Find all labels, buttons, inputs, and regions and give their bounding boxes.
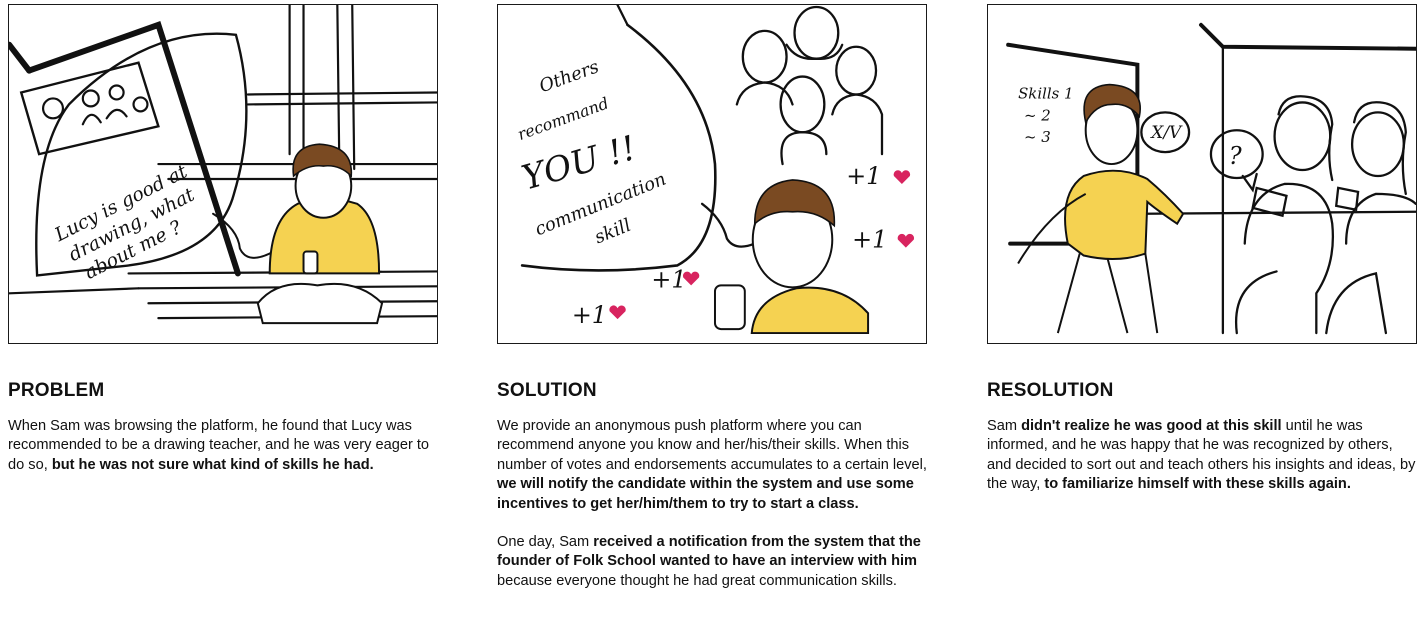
resolution-illustration: Skills 1 ~ 2 ~ 3 X/V ? xyxy=(987,4,1417,344)
text-run: until he was informed, and he was happy … xyxy=(987,418,1416,493)
bold-text: didn't realize he was good at this skill xyxy=(1021,418,1282,434)
text-run: When Sam was browsing the platform, he f… xyxy=(8,418,430,473)
solution-heading: SOLUTION xyxy=(497,380,597,401)
bold-text: received a notification from the system … xyxy=(497,534,921,570)
bold-text: we will notify the candidate within the … xyxy=(497,476,914,512)
plus-one-label: +1 xyxy=(572,301,607,329)
paragraph: Sam didn't realize he was good at this s… xyxy=(987,417,1419,495)
text-run: One day, Sam xyxy=(497,534,594,551)
solution-sketch: Others recommand YOU !! communication sk… xyxy=(515,5,915,335)
resolution-speech-xv: X/V xyxy=(1149,122,1183,142)
solution-section: SOLUTION We provide an anonymous push pl… xyxy=(497,380,929,591)
problem-sketch: Lucy is good at drawing, what about me ? xyxy=(9,5,437,325)
plus-one-label: +1 xyxy=(852,226,887,254)
plus-one-label: +1 xyxy=(651,265,686,293)
problem-section: PROBLEM When Sam was browsing the platfo… xyxy=(8,380,440,475)
resolution-heading: RESOLUTION xyxy=(987,380,1114,401)
resolution-board-line-3: ~ 3 xyxy=(1024,128,1051,146)
solution-text-others: Others xyxy=(537,56,602,97)
paragraph: One day, Sam received a notification fro… xyxy=(497,533,929,591)
text-run: Sam xyxy=(987,418,1022,434)
bold-text: to familiarize himself with these skills… xyxy=(1044,476,1351,493)
problem-heading: PROBLEM xyxy=(8,380,105,401)
solution-text-skill: skill xyxy=(592,215,634,248)
resolution-description: Sam didn't realize he was good at this s… xyxy=(987,417,1419,495)
problem-illustration: Lucy is good at drawing, what about me ? xyxy=(8,4,438,344)
plus-one-label: +1 xyxy=(846,162,881,190)
resolution-board-line-2: ~ 2 xyxy=(1024,106,1051,124)
paragraph: When Sam was browsing the platform, he f… xyxy=(8,417,440,475)
resolution-sketch: Skills 1 ~ 2 ~ 3 X/V ? xyxy=(1006,22,1416,335)
paragraph: We provide an anonymous push platform wh… xyxy=(497,417,929,514)
text-run: We provide an anonymous push platform wh… xyxy=(497,418,927,473)
resolution-section: RESOLUTION Sam didn't realize he was goo… xyxy=(987,380,1419,495)
resolution-question-mark: ? xyxy=(1229,142,1242,170)
solution-illustration: Others recommand YOU !! communication sk… xyxy=(497,4,927,344)
heart-icons xyxy=(609,170,915,320)
solution-description: We provide an anonymous push platform wh… xyxy=(497,417,929,591)
paragraph-gap xyxy=(497,514,929,533)
text-run: because everyone thought he had great co… xyxy=(497,572,897,589)
problem-description: When Sam was browsing the platform, he f… xyxy=(8,417,440,475)
resolution-board-line-1: Skills 1 xyxy=(1018,84,1073,102)
bold-text: but he was not sure what kind of skills … xyxy=(51,456,374,473)
